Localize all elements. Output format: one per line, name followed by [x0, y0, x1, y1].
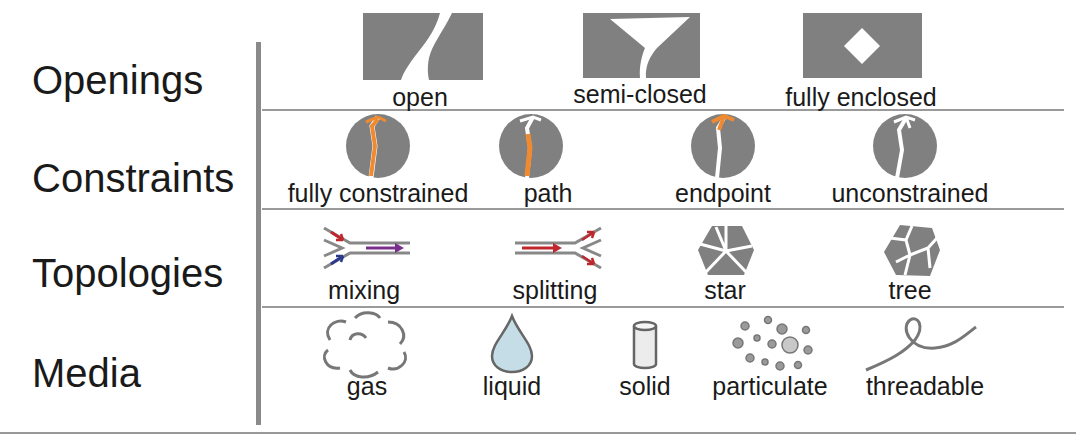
liquid-icon — [492, 316, 532, 372]
solid-icon — [634, 322, 656, 368]
category-caption: path — [524, 181, 573, 206]
category-caption: gas — [347, 374, 387, 399]
row-heading: Constraints — [32, 158, 234, 198]
category-caption: semi-closed — [573, 82, 706, 107]
row-heading: Openings — [32, 60, 203, 100]
vertical-divider — [256, 42, 261, 425]
star-icon — [698, 226, 754, 275]
endpoint-constraint-icon — [691, 114, 755, 178]
category-caption: threadable — [866, 374, 984, 399]
tree-icon — [884, 225, 940, 276]
category-caption: splitting — [513, 278, 598, 303]
category-caption: mixing — [328, 278, 400, 303]
category-caption: tree — [888, 278, 931, 303]
row-separator — [262, 208, 1064, 210]
category-caption: fully constrained — [288, 181, 469, 206]
gas-icon — [324, 313, 405, 377]
particulate-icon — [733, 317, 812, 371]
category-caption: particulate — [712, 374, 827, 399]
row-heading: Topologies — [32, 253, 223, 293]
unconstrained-icon — [873, 114, 937, 178]
category-caption: open — [392, 85, 448, 110]
path-constraint-icon — [499, 114, 563, 178]
bottom-rule — [0, 433, 1076, 434]
mixing-icon — [324, 228, 410, 268]
row-heading: Media — [32, 353, 141, 393]
category-caption: star — [704, 278, 746, 303]
splitting-icon — [515, 228, 601, 268]
category-caption: liquid — [483, 374, 541, 399]
threadable-icon — [866, 319, 976, 370]
category-caption: unconstrained — [831, 181, 988, 206]
fully-enclosed-icon — [803, 13, 922, 78]
row-separator — [262, 306, 1064, 308]
category-caption: solid — [619, 374, 670, 399]
semi-closed-icon — [583, 13, 700, 78]
row-separator — [262, 109, 1064, 111]
category-caption: fully enclosed — [785, 85, 936, 110]
fully-constrained-icon — [346, 114, 410, 178]
category-caption: endpoint — [675, 181, 771, 206]
open-icon — [363, 13, 483, 80]
